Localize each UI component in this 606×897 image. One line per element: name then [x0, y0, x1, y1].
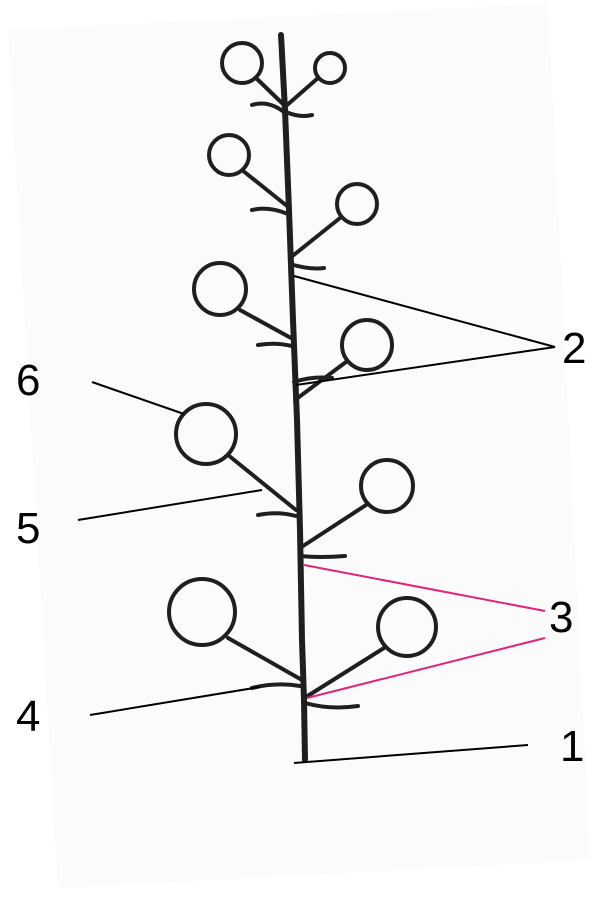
pedicel [284, 76, 320, 108]
flower [167, 577, 237, 647]
leader-line-3-upper [303, 564, 546, 612]
bract [256, 511, 298, 518]
flower [340, 318, 394, 372]
leader-line-5 [77, 489, 263, 521]
leader-line-2-upper [293, 275, 556, 348]
bract [303, 701, 360, 710]
bract [284, 110, 314, 118]
pedicel [304, 646, 386, 699]
leader-line-6 [91, 381, 185, 415]
label-5: 5 [16, 504, 40, 553]
label-3: 3 [549, 593, 573, 642]
label-1: 1 [560, 722, 584, 771]
bract [288, 262, 326, 271]
flower [376, 596, 438, 658]
leader-line-2-lower [295, 346, 556, 386]
pedicel [254, 76, 285, 106]
bract [298, 554, 347, 559]
flower [174, 402, 238, 466]
leader-line-3-lower [306, 637, 546, 699]
label-4: 4 [16, 692, 40, 741]
label-2: 2 [562, 324, 586, 373]
leader-lines [77, 275, 556, 764]
bract [292, 375, 334, 384]
pedicel [288, 216, 342, 260]
flower [207, 133, 251, 177]
number-labels: 2 3 1 6 5 4 [16, 324, 586, 771]
leader-line-4 [89, 686, 261, 716]
flower [335, 182, 379, 226]
pedicel [238, 308, 293, 340]
flower [359, 458, 415, 514]
leader-line-1 [293, 744, 529, 764]
flower [192, 261, 248, 317]
pedicel [298, 503, 368, 550]
bract [256, 341, 294, 348]
pedicel [240, 168, 289, 208]
bract [250, 101, 286, 114]
pedicel [226, 636, 304, 682]
pedicel [226, 453, 298, 512]
bract [250, 206, 290, 216]
label-6: 6 [16, 356, 40, 405]
plant-drawing [167, 32, 438, 763]
flower [220, 41, 264, 85]
flower [313, 51, 347, 85]
